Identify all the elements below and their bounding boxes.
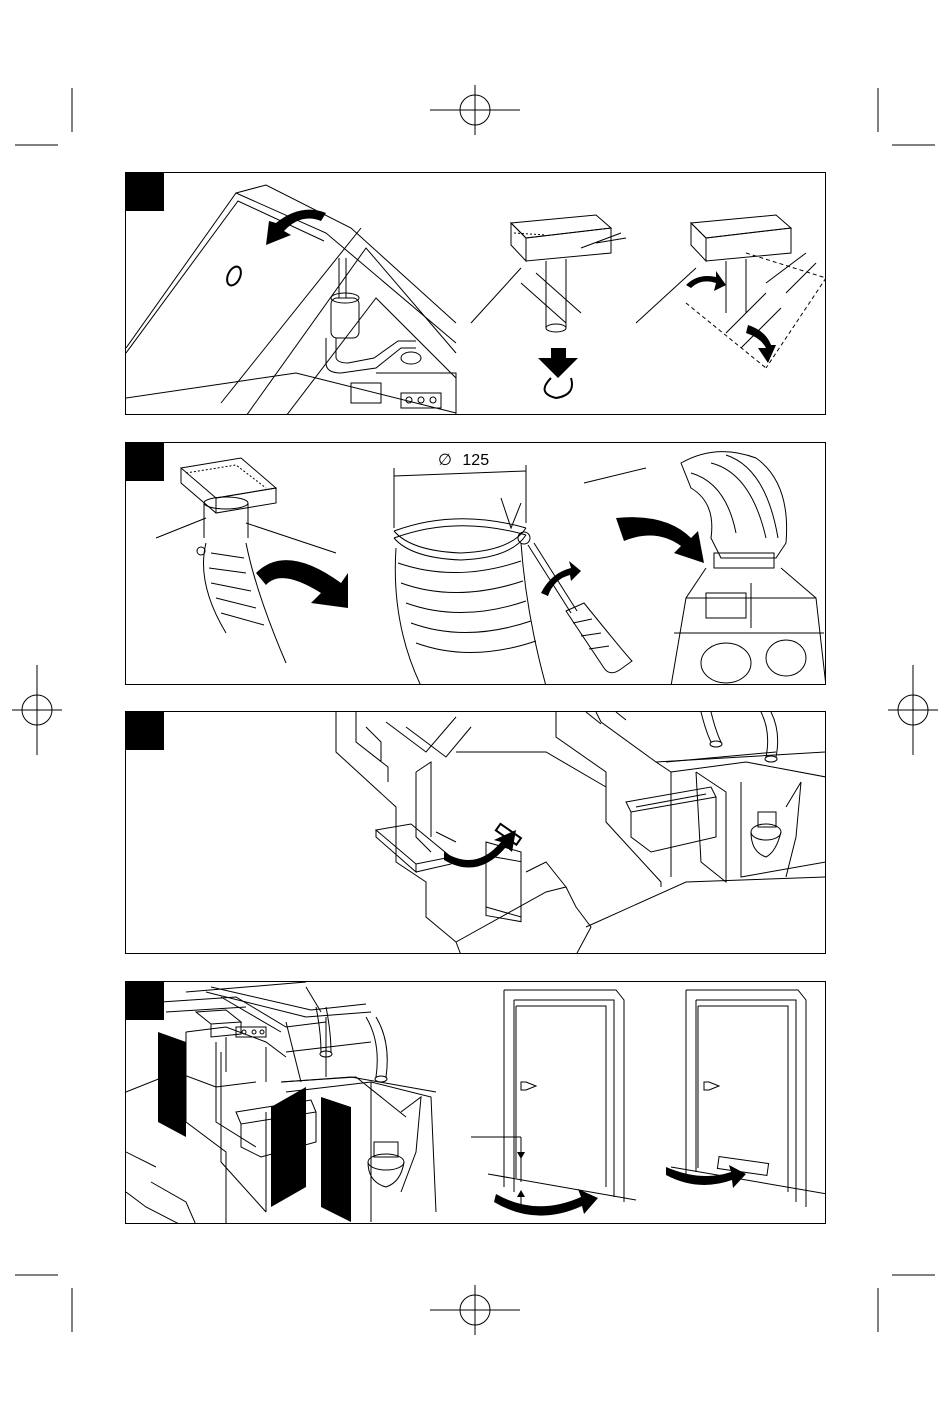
roof-cap xyxy=(636,215,826,368)
registration-crosshair-icon xyxy=(430,85,520,135)
open-door xyxy=(271,1087,306,1207)
gap-arrow-icon xyxy=(517,1190,525,1197)
gap-arrow-icon xyxy=(517,1152,525,1159)
diameter-symbol: ∅ xyxy=(438,452,452,469)
panel-1 xyxy=(125,172,826,415)
registration-crosshair-icon xyxy=(12,665,62,755)
rotate-arrow-icon xyxy=(256,560,348,608)
rotate-arrow-icon xyxy=(541,561,581,596)
rotate-arrow-icon xyxy=(616,517,704,563)
rotate-arrow-icon xyxy=(266,210,326,245)
registration-crosshair-icon xyxy=(430,1285,520,1335)
registration-crosshair-icon xyxy=(888,665,938,755)
door-with-grille xyxy=(671,990,826,1207)
panel-2: ∅ 125 xyxy=(125,442,826,685)
diameter-value: 125 xyxy=(462,452,489,469)
open-door xyxy=(158,1032,186,1137)
panel-3 xyxy=(125,711,826,954)
roof-installation-illustration xyxy=(126,173,826,415)
rotate-arrow-icon xyxy=(494,1189,598,1216)
roof-cap xyxy=(471,215,626,332)
door-gap-illustration xyxy=(126,982,826,1224)
rotate-arrow-icon xyxy=(545,378,572,398)
down-arrow-icon xyxy=(538,348,578,378)
rotate-arrow-icon xyxy=(444,830,516,868)
clamp-icon xyxy=(394,498,530,560)
screwdriver-icon xyxy=(528,543,632,673)
rotate-arrow-icon xyxy=(686,271,726,291)
duct-connection-illustration xyxy=(126,443,826,685)
panel-4 xyxy=(125,981,826,1224)
diameter-label: ∅ 125 xyxy=(438,453,489,469)
door-with-gap xyxy=(471,990,636,1202)
fan-unit xyxy=(331,298,359,338)
rotate-arrow-icon xyxy=(746,325,776,363)
open-door xyxy=(321,1097,351,1222)
house-interior-illustration xyxy=(126,712,826,954)
